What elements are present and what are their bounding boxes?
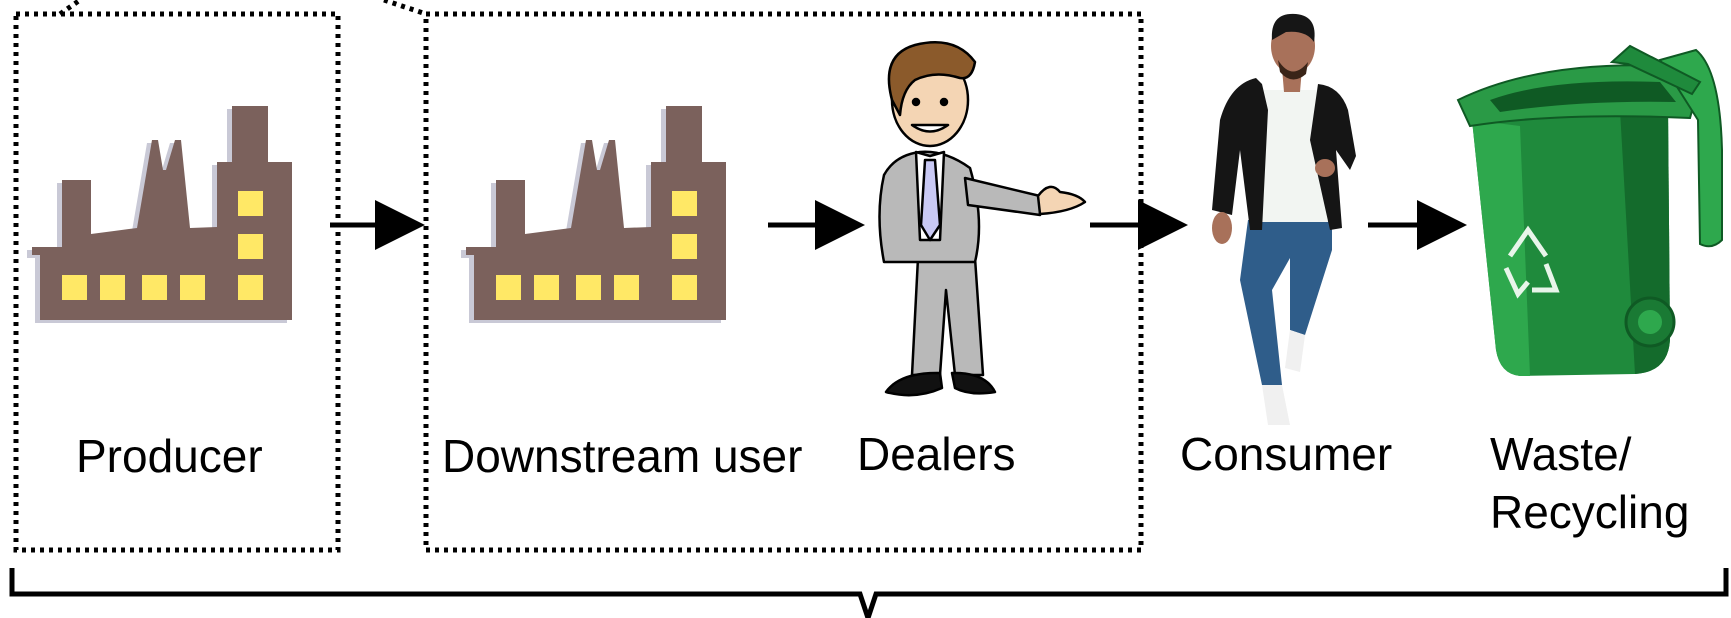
dealers-label: Dealers [857, 428, 1016, 480]
consumer-label: Consumer [1180, 428, 1393, 480]
recycling-bin-icon [1456, 44, 1723, 376]
recycling-label: Recycling [1490, 486, 1690, 538]
callout-line-right [383, 0, 427, 17]
recycle-symbol-icon [1503, 225, 1560, 299]
callout-line-left [58, 0, 82, 17]
producer-box [13, 11, 341, 553]
producer-label: Producer [76, 430, 263, 482]
businessman-icon [878, 41, 1087, 397]
downstream-group-box [423, 11, 1144, 553]
factory-windows [62, 191, 697, 300]
downstream-user-label: Downstream user [442, 430, 803, 482]
bottom-brace [9, 568, 1729, 618]
walking-person-icon [1212, 13, 1356, 425]
waste-label: Waste/ [1490, 428, 1632, 480]
